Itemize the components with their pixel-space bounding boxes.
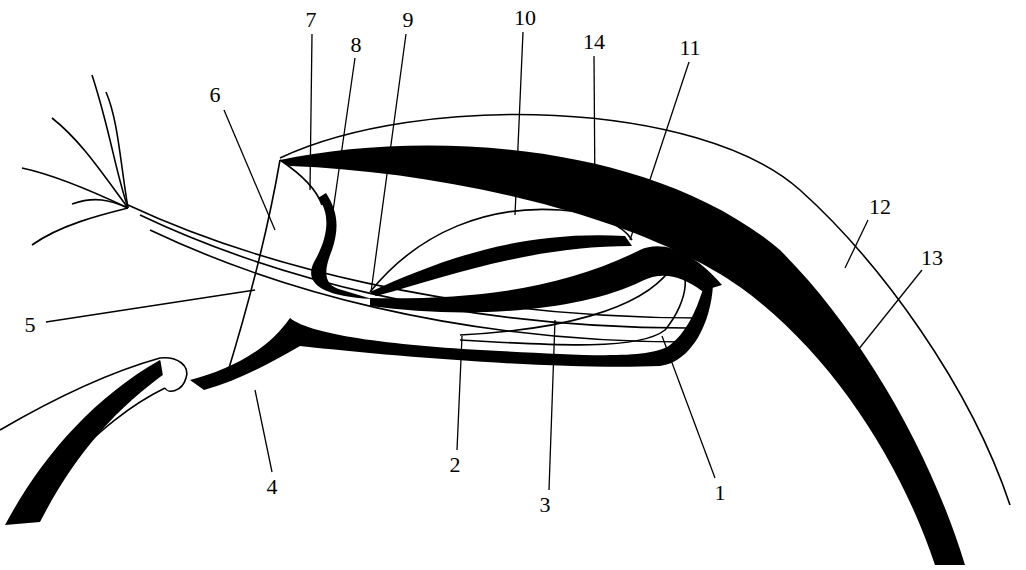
callout-number: 6 xyxy=(208,83,223,107)
callout-number: 12 xyxy=(867,195,893,219)
callout-number: 13 xyxy=(919,246,945,270)
fibre xyxy=(72,200,128,208)
leader-line xyxy=(549,320,555,490)
outlines xyxy=(0,75,1010,505)
leader-line xyxy=(594,56,595,200)
leader-line xyxy=(662,336,715,478)
leader-line xyxy=(371,34,406,292)
leader-line xyxy=(845,220,868,268)
leader-line xyxy=(457,336,462,450)
fibre xyxy=(22,168,128,208)
leader-line xyxy=(858,270,922,350)
fibre xyxy=(32,208,128,245)
leader-lines xyxy=(46,32,922,490)
leader-line xyxy=(224,110,275,230)
callout-number: 4 xyxy=(265,475,280,499)
callout-number: 8 xyxy=(349,33,364,57)
callout-number: 14 xyxy=(581,30,607,54)
leader-line xyxy=(630,62,689,240)
leader-line xyxy=(46,290,255,322)
callout-number: 1 xyxy=(713,481,728,505)
leader-line xyxy=(330,58,355,232)
fibre xyxy=(92,75,128,208)
leader-line xyxy=(255,390,272,472)
callout-number: 3 xyxy=(538,493,553,517)
dark-band xyxy=(5,360,170,525)
callout-number: 5 xyxy=(23,313,38,337)
dark-band xyxy=(190,282,713,390)
dark-structures xyxy=(5,145,965,565)
callout-number: 9 xyxy=(401,8,416,32)
callout-number: 2 xyxy=(448,453,463,477)
fibre xyxy=(52,118,128,208)
dark-band xyxy=(370,246,722,312)
callout-number: 7 xyxy=(304,8,319,32)
leader-line xyxy=(515,32,523,215)
dark-muscle xyxy=(311,193,372,299)
callout-number: 10 xyxy=(512,6,538,30)
leader-line xyxy=(310,34,312,190)
joint-knob xyxy=(160,358,187,391)
callout-number: 11 xyxy=(677,36,702,60)
fibre xyxy=(106,92,128,208)
